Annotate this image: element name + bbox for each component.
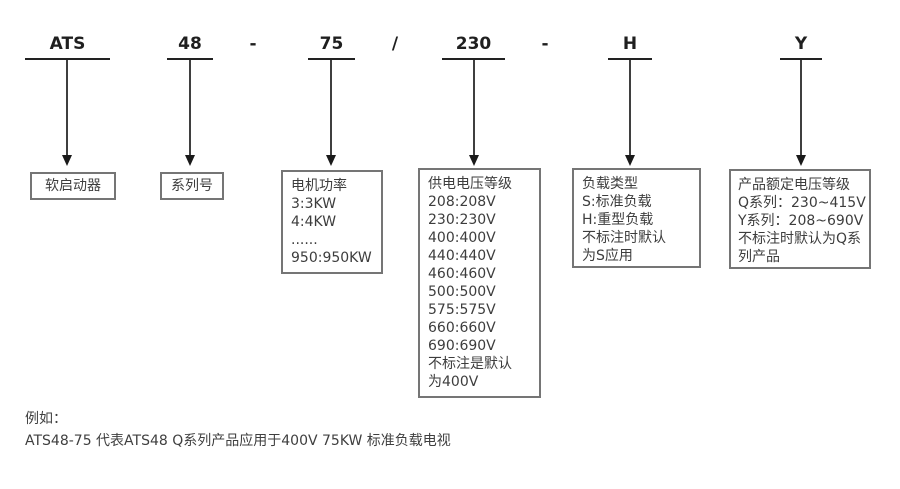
arrow-line — [66, 60, 68, 155]
code-separator-dash-2: - — [541, 34, 549, 54]
explanation-box-rated-voltage: 产品额定电压等级 Q系列：230~415V Y系列：208~690V 不标注时默… — [729, 169, 871, 269]
explanation-box-supply-voltage: 供电电压等级 208:208V 230:230V 400:400V 440:44… — [418, 168, 541, 398]
explanation-box-load-type: 负载类型 S:标准负载 H:重型负载 不标注时默认 为S应用 — [572, 168, 701, 268]
arrow-line — [629, 60, 631, 155]
explanation-box-motor-power: 电机功率 3:3KW 4:4KW ...... 950:950KW — [281, 170, 383, 274]
code-segment-y: Y — [780, 32, 822, 60]
arrow-head-icon — [185, 155, 195, 166]
arrow-head-icon — [469, 155, 479, 166]
arrow-line — [800, 60, 802, 155]
example-label: 例如： — [25, 411, 67, 427]
down-arrow-230 — [468, 60, 480, 166]
arrow-line — [189, 60, 191, 155]
code-separator-dash-1: - — [249, 34, 257, 54]
arrow-line — [330, 60, 332, 155]
down-arrow-y — [795, 60, 807, 166]
explanation-box-series-number: 系列号 — [160, 172, 224, 200]
code-segment-75: 75 — [308, 32, 355, 60]
arrow-head-icon — [625, 155, 635, 166]
example-text: ATS48-75 代表ATS48 Q系列产品应用于400V 75KW 标准负载电… — [25, 433, 451, 449]
code-segment-h: H — [608, 32, 652, 60]
down-arrow-75 — [325, 60, 337, 166]
down-arrow-48 — [184, 60, 196, 166]
explanation-box-soft-starter: 软启动器 — [30, 172, 116, 200]
code-segment-230: 230 — [442, 32, 505, 60]
down-arrow-h — [624, 60, 636, 166]
code-segment-48: 48 — [167, 32, 213, 60]
down-arrow-ats — [61, 60, 73, 166]
code-separator-slash: / — [391, 34, 399, 54]
arrow-head-icon — [796, 155, 806, 166]
arrow-head-icon — [326, 155, 336, 166]
arrow-line — [473, 60, 475, 155]
code-segment-ats: ATS — [25, 32, 110, 60]
arrow-head-icon — [62, 155, 72, 166]
example-note: 例如： ATS48-75 代表ATS48 Q系列产品应用于400V 75KW 标… — [25, 408, 451, 452]
